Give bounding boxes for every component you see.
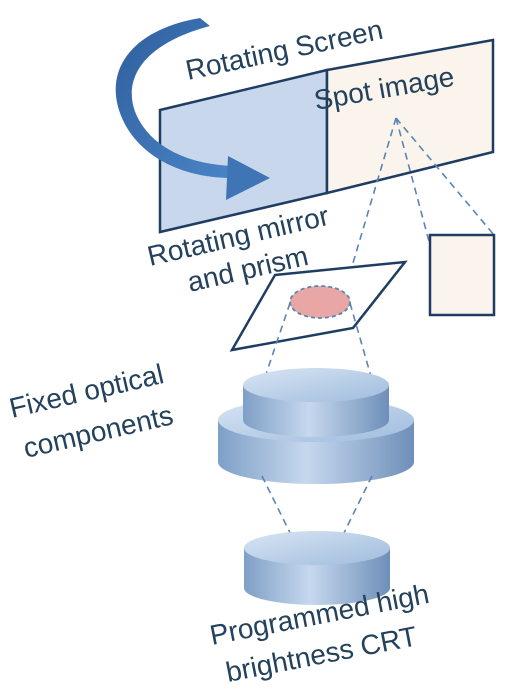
- screen-right-panel: [325, 38, 495, 195]
- curved-arrow-icon: [115, 18, 270, 200]
- mirror-projection-lines: [263, 302, 373, 381]
- spot-square: [428, 233, 496, 317]
- fixed-optical-components: [218, 368, 414, 484]
- rotating-screen: [158, 38, 495, 234]
- crt-cylinder: [244, 531, 390, 605]
- spot-projection-lines: [344, 117, 495, 291]
- mirror-spot: [289, 285, 351, 319]
